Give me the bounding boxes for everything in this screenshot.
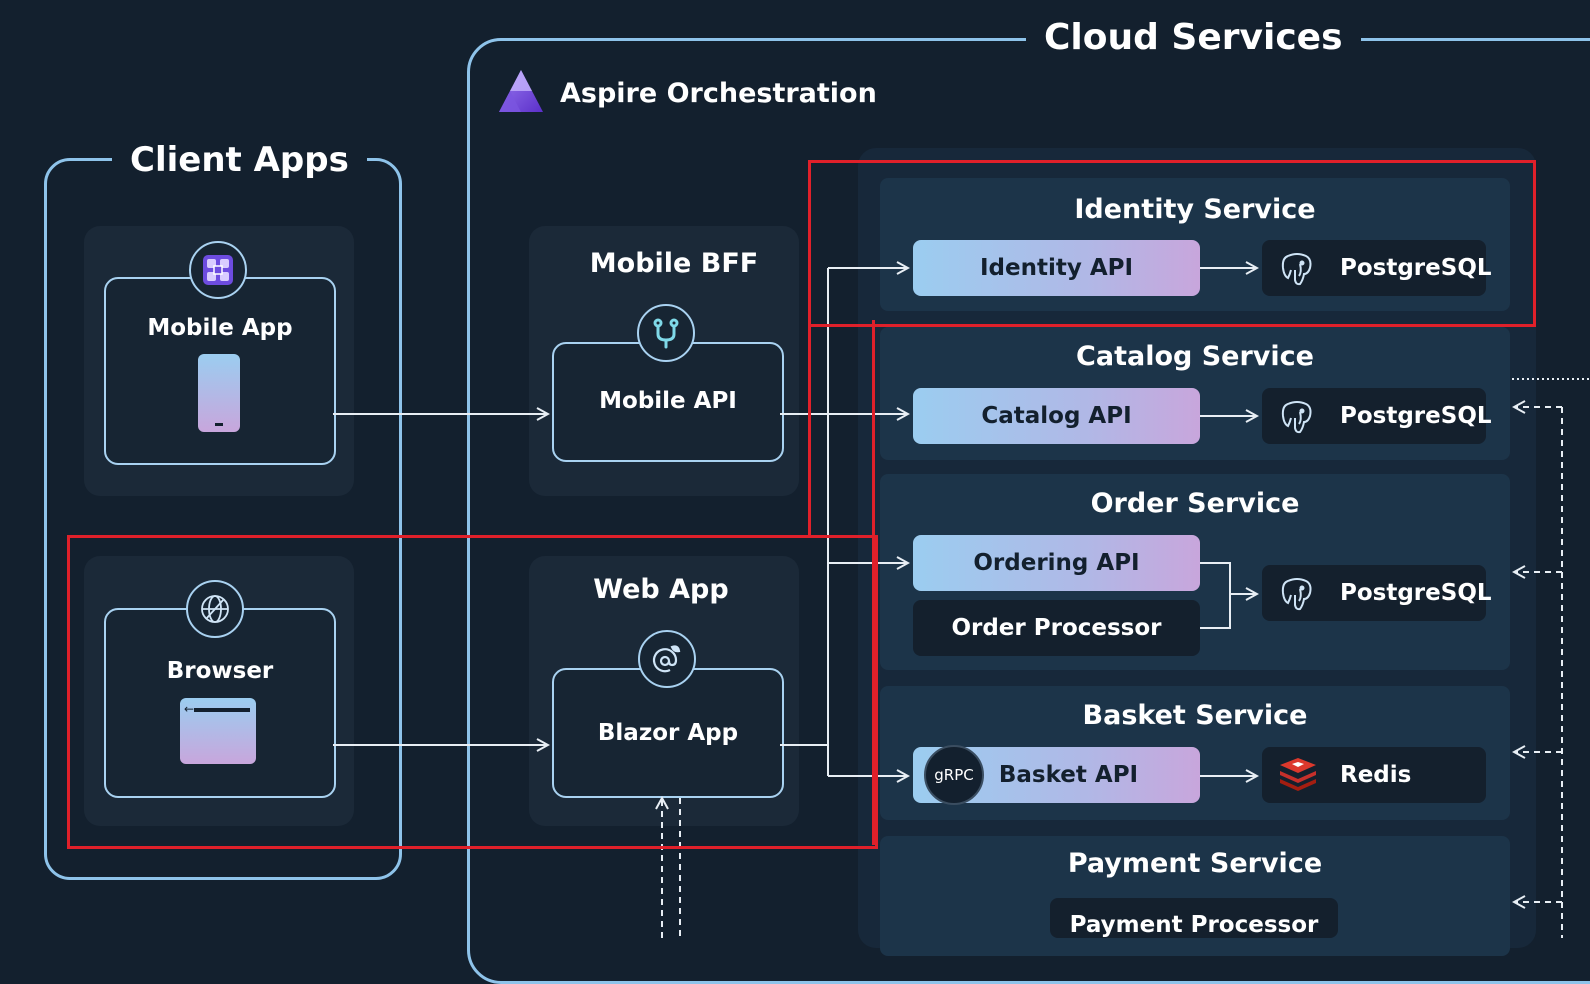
payment-service-title: Payment Service <box>1067 848 1323 879</box>
connector-lines <box>333 0 1590 938</box>
mobile-app-node[interactable]: Mobile App <box>104 277 336 465</box>
basket-api-label: Basket API <box>998 762 1139 788</box>
mobile-api-node[interactable]: Mobile API <box>552 342 784 462</box>
grpc-label: gRPC <box>934 766 974 784</box>
web-app-title: Web App <box>593 574 729 605</box>
mobile-api-icon <box>637 304 695 362</box>
highlight-mobile-bff-drop <box>808 160 811 538</box>
identity-api-pill[interactable]: Identity API <box>913 240 1200 296</box>
aspire-orchestration-label: Aspire Orchestration <box>560 78 877 109</box>
highlight-browser-region <box>67 535 878 849</box>
highlight-web-region <box>872 320 875 845</box>
mobile-bff-title: Mobile BFF <box>589 248 759 279</box>
order-db-label: PostgreSQL <box>1340 580 1492 606</box>
order-db-pill[interactable]: PostgreSQL <box>1262 565 1492 621</box>
basket-db-label: Redis <box>1340 762 1412 788</box>
blazor-app-label: Blazor App <box>597 720 739 746</box>
postgresql-icon <box>1278 398 1316 442</box>
basket-service-title: Basket Service <box>1082 700 1308 731</box>
catalog-api-pill[interactable]: Catalog API <box>913 388 1200 444</box>
blazor-icon <box>638 630 696 688</box>
order-bracket-line <box>1200 562 1231 629</box>
aspire-logo-icon <box>497 68 545 114</box>
payment-processor-label: Payment Processor <box>1069 912 1319 938</box>
mobile-app-icon <box>189 241 247 299</box>
redis-icon <box>1278 757 1318 799</box>
payment-processor-pill[interactable]: Payment Processor <box>1050 898 1338 938</box>
ordering-api-pill[interactable]: Ordering API <box>913 535 1200 591</box>
highlight-mobile-bff-region <box>808 160 1536 327</box>
order-processor-pill[interactable]: Order Processor <box>913 600 1200 656</box>
grpc-icon: gRPC <box>924 745 984 805</box>
phone-icon <box>198 354 240 432</box>
mobile-app-label: Mobile App <box>147 315 293 341</box>
browser-node[interactable]: Browser ← <box>104 608 336 798</box>
identity-db-pill[interactable]: PostgreSQL <box>1262 240 1492 296</box>
mobile-api-label: Mobile API <box>599 388 737 414</box>
catalog-service-title: Catalog Service <box>1076 341 1314 372</box>
catalog-db-pill[interactable]: PostgreSQL <box>1262 388 1492 444</box>
order-service-title: Order Service <box>1090 488 1300 519</box>
browser-label: Browser <box>166 658 274 684</box>
catalog-db-label: PostgreSQL <box>1340 403 1492 429</box>
identity-service-title: Identity Service <box>1074 194 1316 225</box>
browser-window-icon: ← <box>180 698 256 764</box>
cloud-services-title: Cloud Services <box>1026 18 1361 58</box>
browser-globe-icon <box>186 580 244 638</box>
client-apps-title: Client Apps <box>112 140 367 180</box>
basket-db-pill[interactable]: Redis <box>1262 747 1486 803</box>
identity-db-label: PostgreSQL <box>1340 255 1492 281</box>
postgresql-icon <box>1278 575 1316 619</box>
postgresql-icon <box>1278 250 1316 294</box>
